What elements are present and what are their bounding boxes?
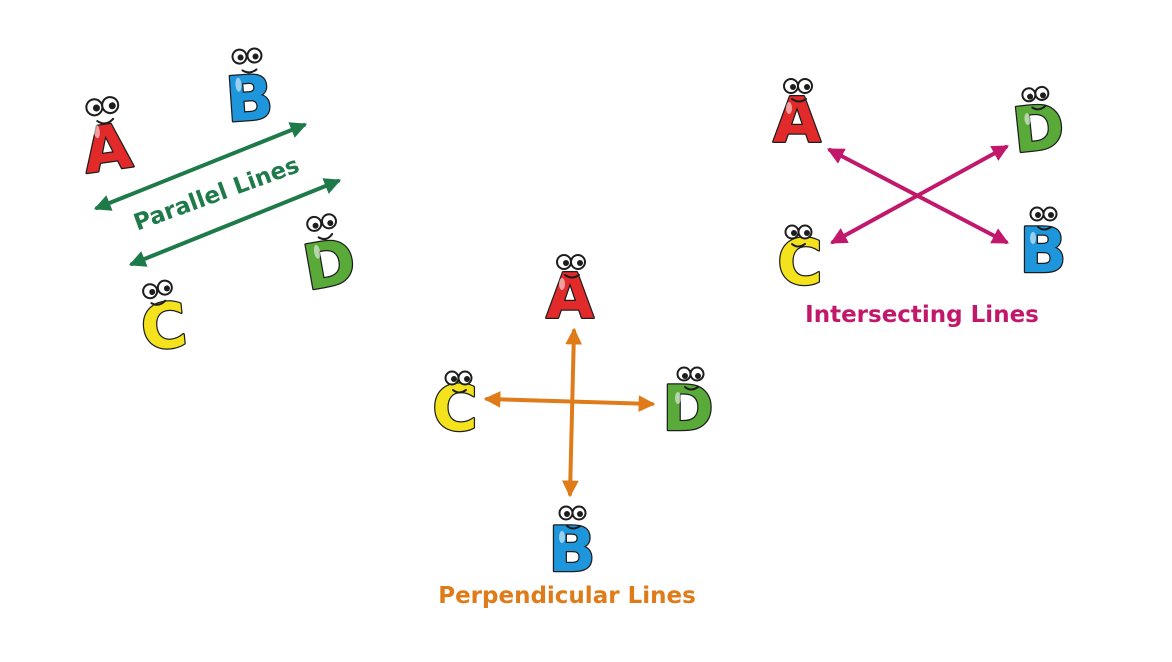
parallel-caption: Parallel Lines bbox=[130, 152, 302, 236]
perpendicular-line-cd bbox=[483, 391, 656, 412]
parallel-letter-b: B bbox=[222, 47, 277, 138]
perpendicular-caption: Perpendicular Lines bbox=[438, 583, 696, 609]
parallel-letter-c: C bbox=[136, 279, 192, 366]
perpendicular-letter-a: A bbox=[545, 254, 595, 334]
intersecting-letter-d: D bbox=[1008, 85, 1069, 169]
svg-text:A: A bbox=[773, 84, 821, 157]
intersecting-caption: Intersecting Lines bbox=[805, 302, 1039, 328]
parallel-letter-d: D bbox=[297, 213, 362, 306]
intersecting-line-cd bbox=[830, 145, 1009, 244]
perpendicular-letter-c: C bbox=[431, 370, 479, 446]
svg-text:B: B bbox=[1019, 214, 1066, 287]
intersecting-group: A D C B bbox=[772, 78, 1069, 328]
svg-text:A: A bbox=[78, 109, 136, 188]
svg-text:B: B bbox=[548, 513, 595, 586]
intersecting-letter-a: A bbox=[772, 78, 822, 158]
perpendicular-line-ab bbox=[561, 327, 583, 498]
parallel-line-cd bbox=[128, 178, 342, 267]
svg-text:D: D bbox=[662, 372, 713, 445]
parallel-group: A B C D bbox=[77, 47, 362, 366]
parallel-letter-a: A bbox=[77, 96, 137, 189]
perpendicular-letter-b: B bbox=[547, 505, 597, 587]
svg-text:C: C bbox=[137, 288, 190, 365]
intersecting-letter-c: C bbox=[776, 224, 824, 300]
svg-text:A: A bbox=[546, 260, 594, 333]
intersecting-letter-b: B bbox=[1018, 206, 1068, 288]
perpendicular-group: A B C D bbox=[431, 254, 715, 609]
perpendicular-letter-d: D bbox=[661, 366, 715, 446]
svg-text:D: D bbox=[1009, 89, 1068, 167]
